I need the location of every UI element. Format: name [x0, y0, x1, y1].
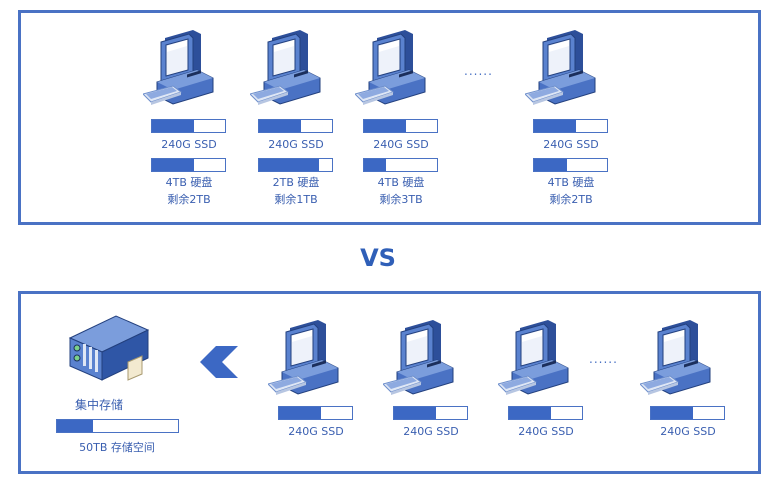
- storage-title: 集中存储: [74, 398, 123, 412]
- hdd-remaining-label: 剩余1TB: [274, 193, 318, 206]
- hdd-label: 4TB 硬盘: [547, 176, 595, 189]
- hdd-usage-bar: [363, 158, 438, 172]
- computer-icon: [250, 30, 321, 106]
- hdd-label: 4TB 硬盘: [377, 176, 425, 189]
- ellipsis-top: ......: [464, 64, 493, 78]
- ssd-usage-bar: [278, 406, 353, 420]
- ssd-usage-bar: [650, 406, 725, 420]
- computer-icon: [383, 320, 454, 396]
- ssd-label: 240G SSD: [403, 425, 459, 438]
- centralized-storage-panel: [18, 291, 761, 474]
- ssd-label: 240G SSD: [518, 425, 574, 438]
- computer-icon: [640, 320, 711, 396]
- ssd-label: 240G SSD: [373, 138, 429, 151]
- ssd-usage-bar: [393, 406, 468, 420]
- computer-icon: [525, 30, 596, 106]
- ssd-label: 240G SSD: [288, 425, 344, 438]
- ssd-usage-bar: [533, 119, 608, 133]
- traditional-storage-panel: [18, 10, 761, 225]
- ellipsis-bottom: ......: [589, 352, 618, 366]
- hdd-label: 4TB 硬盘: [165, 176, 213, 189]
- computer-icon: [498, 320, 569, 396]
- ssd-usage-bar: [258, 119, 333, 133]
- ssd-label: 240G SSD: [660, 425, 716, 438]
- hdd-remaining-label: 剩余2TB: [549, 193, 593, 206]
- computer-icon: [268, 320, 339, 396]
- computer-icon: [143, 30, 214, 106]
- hdd-remaining-label: 剩余3TB: [379, 193, 423, 206]
- ssd-label: 240G SSD: [543, 138, 599, 151]
- hdd-label: 2TB 硬盘: [272, 176, 320, 189]
- ssd-usage-bar: [151, 119, 226, 133]
- computer-icon: [355, 30, 426, 106]
- hdd-usage-bar: [533, 158, 608, 172]
- storage-server-icon: [68, 315, 150, 381]
- storage-capacity-bar: [56, 419, 179, 433]
- ssd-label: 240G SSD: [268, 138, 324, 151]
- storage-capacity-label: 50TB 存储空间: [79, 441, 155, 454]
- vs-label: VS: [360, 244, 396, 272]
- ssd-usage-bar: [508, 406, 583, 420]
- arrow-left-icon: [200, 346, 238, 378]
- hdd-usage-bar: [258, 158, 333, 172]
- hdd-usage-bar: [151, 158, 226, 172]
- ssd-usage-bar: [363, 119, 438, 133]
- ssd-label: 240G SSD: [161, 138, 217, 151]
- hdd-remaining-label: 剩余2TB: [167, 193, 211, 206]
